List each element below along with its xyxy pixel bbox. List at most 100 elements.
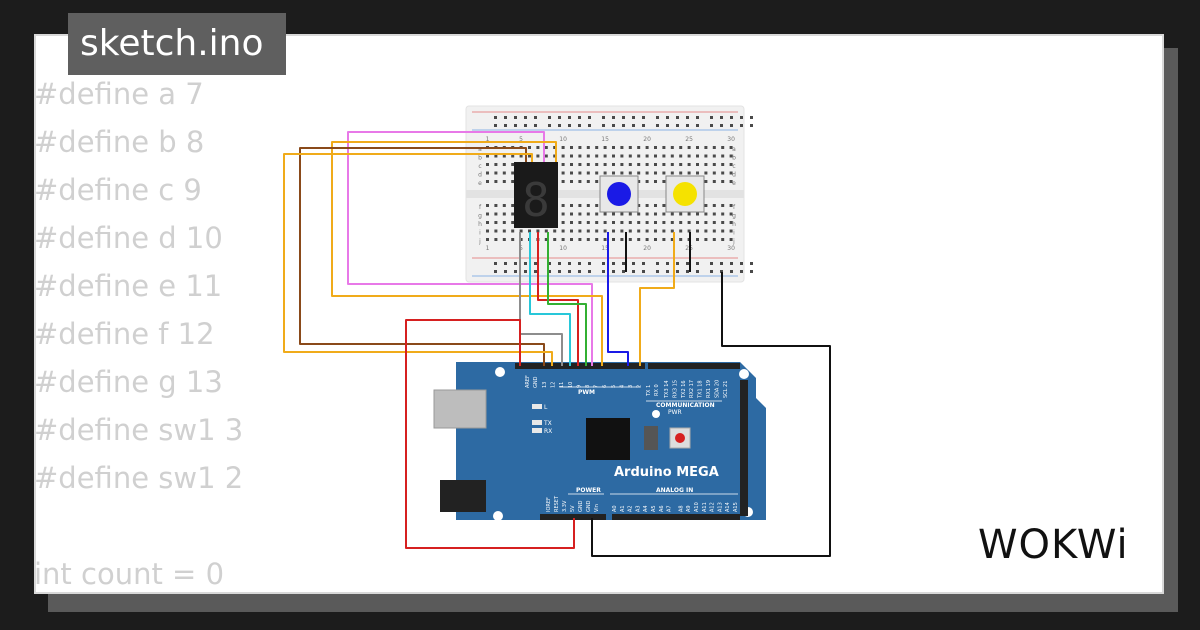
breadboard-hole[interactable] — [730, 270, 733, 273]
breadboard-hole[interactable] — [504, 262, 507, 265]
breadboard-hole[interactable] — [687, 154, 691, 158]
breadboard-hole[interactable] — [553, 229, 557, 233]
breadboard-hole[interactable] — [502, 180, 506, 183]
breadboard-hole[interactable] — [645, 146, 649, 149]
breadboard-hole[interactable] — [721, 154, 725, 158]
breadboard-hole[interactable] — [603, 154, 607, 158]
breadboard-hole[interactable] — [603, 221, 607, 224]
breadboard-hole[interactable] — [729, 146, 733, 149]
breadboard-hole[interactable] — [578, 229, 582, 233]
breadboard-hole[interactable] — [656, 124, 659, 127]
breadboard-hole[interactable] — [603, 146, 607, 149]
breadboard-hole[interactable] — [642, 116, 645, 119]
breadboard-hole[interactable] — [612, 163, 615, 166]
breadboard-hole[interactable] — [637, 212, 641, 216]
breadboard-hole[interactable] — [628, 154, 632, 158]
breadboard-hole[interactable] — [511, 229, 515, 233]
breadboard-hole[interactable] — [578, 262, 581, 265]
breadboard-hole[interactable] — [558, 116, 561, 119]
breadboard-hole[interactable] — [729, 221, 733, 224]
breadboard-hole[interactable] — [654, 212, 657, 216]
breadboard-hole[interactable] — [603, 238, 607, 241]
breadboard-hole[interactable] — [712, 204, 716, 207]
breadboard-hole[interactable] — [720, 124, 723, 127]
breadboard-hole[interactable] — [729, 212, 733, 216]
breadboard-hole[interactable] — [612, 146, 615, 149]
breadboard-hole[interactable] — [494, 163, 498, 166]
breadboard-hole[interactable] — [524, 124, 527, 127]
breadboard-hole[interactable] — [704, 229, 708, 233]
breadboard-hole[interactable] — [632, 262, 635, 265]
breadboard-hole[interactable] — [588, 116, 591, 119]
breadboard-hole[interactable] — [504, 116, 507, 119]
breadboard-hole[interactable] — [595, 146, 599, 149]
breadboard-hole[interactable] — [637, 171, 641, 175]
breadboard-hole[interactable] — [553, 238, 557, 241]
breadboard-hole[interactable] — [502, 221, 506, 224]
breadboard-hole[interactable] — [686, 262, 689, 265]
breadboard-hole[interactable] — [486, 204, 489, 207]
breadboard-hole[interactable] — [524, 270, 527, 273]
breadboard-hole[interactable] — [612, 238, 615, 241]
breadboard-hole[interactable] — [603, 212, 607, 216]
breadboard-hole[interactable] — [696, 116, 699, 119]
breadboard-hole[interactable] — [712, 171, 716, 175]
breadboard-hole[interactable] — [721, 163, 725, 166]
breadboard-hole[interactable] — [720, 116, 723, 119]
breadboard-hole[interactable] — [628, 171, 632, 175]
breadboard-hole[interactable] — [544, 229, 548, 233]
breadboard-hole[interactable] — [620, 171, 624, 175]
breadboard-hole[interactable] — [511, 154, 515, 158]
breadboard-hole[interactable] — [656, 270, 659, 273]
breadboard-hole[interactable] — [524, 262, 527, 265]
breadboard-hole[interactable] — [561, 238, 565, 241]
breadboard-hole[interactable] — [588, 124, 591, 127]
breadboard-hole[interactable] — [687, 163, 691, 166]
breadboard-hole[interactable] — [662, 221, 666, 224]
breadboard-hole[interactable] — [536, 146, 540, 149]
breadboard-hole[interactable] — [637, 154, 641, 158]
breadboard-hole[interactable] — [561, 154, 565, 158]
breadboard-hole[interactable] — [720, 270, 723, 273]
breadboard-hole[interactable] — [595, 171, 599, 175]
breadboard-hole[interactable] — [548, 116, 551, 119]
breadboard-hole[interactable] — [620, 221, 624, 224]
breadboard-hole[interactable] — [654, 146, 657, 149]
breadboard-hole[interactable] — [628, 221, 632, 224]
breadboard-hole[interactable] — [586, 171, 590, 175]
breadboard-hole[interactable] — [586, 238, 590, 241]
breadboard-hole[interactable] — [679, 238, 683, 241]
breadboard-hole[interactable] — [729, 229, 733, 233]
breadboard-hole[interactable] — [622, 270, 625, 273]
breadboard-hole[interactable] — [704, 180, 708, 183]
breadboard-hole[interactable] — [502, 229, 506, 233]
breadboard-hole[interactable] — [670, 163, 674, 166]
breadboard-hole[interactable] — [670, 221, 674, 224]
breadboard-hole[interactable] — [494, 270, 497, 273]
breadboard-hole[interactable] — [544, 146, 548, 149]
breadboard-hole[interactable] — [578, 171, 582, 175]
breadboard-hole[interactable] — [511, 221, 515, 224]
breadboard-hole[interactable] — [676, 124, 679, 127]
breadboard-hole[interactable] — [662, 238, 666, 241]
pushbutton-blue[interactable] — [599, 175, 639, 213]
breadboard-hole[interactable] — [494, 212, 498, 216]
breadboard-hole[interactable] — [679, 154, 683, 158]
breadboard-hole[interactable] — [494, 124, 497, 127]
breadboard-hole[interactable] — [586, 221, 590, 224]
breadboard-hole[interactable] — [666, 116, 669, 119]
breadboard-hole[interactable] — [679, 221, 683, 224]
breadboard-hole[interactable] — [712, 229, 716, 233]
breadboard-hole[interactable] — [654, 229, 657, 233]
breadboard-hole[interactable] — [729, 163, 733, 166]
breadboard-hole[interactable] — [654, 180, 657, 183]
breadboard-hole[interactable] — [486, 171, 489, 175]
breadboard-hole[interactable] — [622, 116, 625, 119]
breadboard-hole[interactable] — [710, 270, 713, 273]
breadboard-hole[interactable] — [721, 221, 725, 224]
breadboard-hole[interactable] — [504, 270, 507, 273]
breadboard-hole[interactable] — [578, 124, 581, 127]
breadboard-hole[interactable] — [612, 154, 615, 158]
breadboard-hole[interactable] — [686, 116, 689, 119]
breadboard-hole[interactable] — [696, 124, 699, 127]
